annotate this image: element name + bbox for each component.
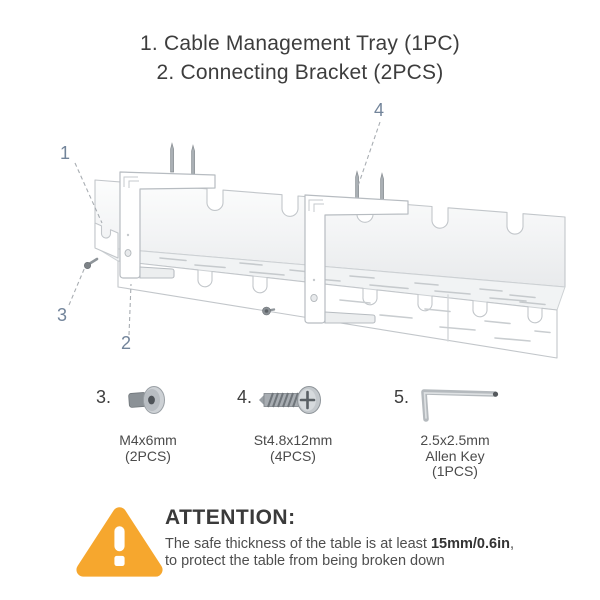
hardware-qty: (1PCS): [432, 463, 478, 479]
bracket-foot: [139, 266, 175, 279]
sheet-edge-lines: [123, 176, 139, 188]
hardware-number-3: 3.: [96, 387, 112, 407]
attention-body-suffix: ,: [509, 536, 515, 552]
hardware-number-4: 4.: [237, 387, 253, 407]
bracket-screw-pins: [355, 170, 384, 200]
hardware-name: Allen Key: [425, 447, 485, 464]
bracket-screw-hole: [124, 249, 132, 257]
flat-socket-screw-floating-2: [262, 306, 276, 316]
bracket-foot: [324, 311, 376, 324]
attention-body: The safe thickness of the table is at le…: [165, 536, 565, 569]
hardware-caption-5: 2.5x2.5mm Allen Key (1PCS): [400, 432, 510, 480]
tray-front-wall: [117, 260, 558, 359]
callout-leader-lines: [68, 121, 381, 336]
cable-tray-drawing: [68, 121, 566, 359]
floor-vent-slots: [159, 257, 546, 306]
bracket-screw-hole: [310, 293, 318, 303]
parts-title-line1: 1. Cable Management Tray (1PC): [140, 32, 460, 55]
attention-heading: ATTENTION:: [165, 506, 296, 529]
callout-1: 1: [60, 143, 71, 163]
attention-body-prefix: The safe thickness of the table is at le…: [165, 536, 431, 552]
hardware-number-5: 5.: [394, 387, 410, 407]
connecting-bracket-left: [119, 142, 216, 279]
flat-socket-screw-icon: [124, 380, 170, 422]
hardware-spec: 2.5x2.5mm: [420, 432, 490, 448]
warning-triangle-icon: [73, 504, 166, 579]
allen-key-icon: [414, 382, 504, 424]
tray-left-flange: [94, 222, 119, 259]
callout-3: 3: [57, 305, 68, 325]
hardware-caption-4: St4.8x12mm (4PCS): [238, 432, 348, 464]
hardware-spec: M4x6mm: [119, 432, 177, 448]
hardware-caption-3: M4x6mm (2PCS): [93, 432, 203, 464]
hardware-qty: (2PCS): [125, 447, 171, 464]
sheet-edge-lines: [308, 199, 324, 212]
attention-block: ATTENTION: The safe thickness of the tab…: [165, 506, 565, 569]
callout-2: 2: [121, 333, 132, 353]
flat-socket-screw-floating: [83, 257, 99, 270]
self-tapping-screw-icon: [258, 380, 324, 422]
bracket-screw-pins: [170, 142, 195, 175]
tray-back-wall: [94, 179, 566, 288]
tray-illustration: 1 2 3 4: [40, 95, 570, 380]
connecting-bracket-right: [304, 170, 409, 324]
parts-title-line2: 2. Connecting Bracket (2PCS): [156, 61, 444, 84]
callout-4: 4: [374, 100, 385, 120]
attention-body-bold: 15mm/0.6in: [430, 536, 510, 552]
front-wall-vent-slots: [339, 299, 551, 342]
attention-body-line2: to protect the table from being broken d…: [165, 552, 445, 569]
hardware-qty: (4PCS): [270, 447, 316, 464]
hardware-spec: St4.8x12mm: [253, 432, 333, 448]
